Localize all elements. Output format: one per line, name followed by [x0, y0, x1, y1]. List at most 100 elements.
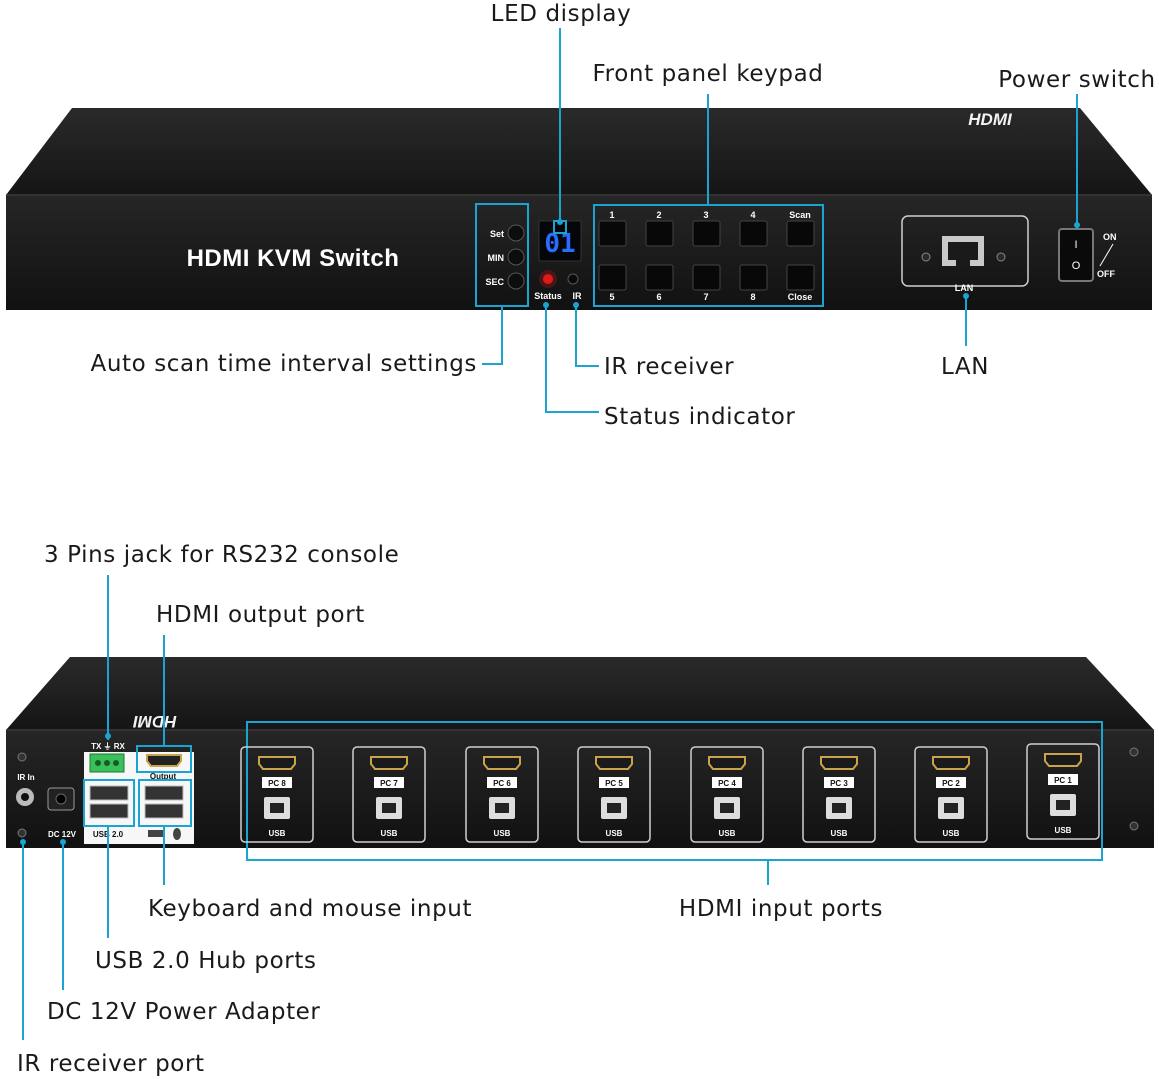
key-4-label: 4: [750, 210, 755, 220]
callout-kbd-mouse: Keyboard and mouse input: [148, 896, 472, 922]
pc-port-module: PC 7 USB: [352, 746, 426, 843]
pc-port-label: PC 6: [493, 779, 511, 788]
ir-in-label: IR In: [17, 773, 34, 782]
pc-port-module: PC 3 USB: [802, 746, 876, 843]
rear-top-face: [6, 657, 1154, 730]
callout-auto-scan: Auto scan time interval settings: [90, 351, 477, 377]
key-6-label: 6: [656, 292, 661, 302]
usb20-port-1[interactable]: [89, 785, 129, 801]
key-7-label: 7: [703, 292, 708, 302]
svg-text:O: O: [1072, 260, 1081, 272]
switch-on-label: ON: [1103, 232, 1117, 242]
usb-label: USB: [381, 829, 398, 838]
key-8-label: 8: [750, 292, 755, 302]
hdmi-input-port[interactable]: [932, 756, 970, 770]
set-button[interactable]: [507, 224, 525, 242]
kbd-port[interactable]: [144, 785, 184, 801]
pc-port-label: PC 7: [380, 779, 398, 788]
usb-label: USB: [1055, 826, 1072, 835]
ir-receiver-window: [567, 273, 579, 285]
sec-button[interactable]: [507, 272, 525, 290]
key-1-label: 1: [609, 210, 614, 220]
callout-power-switch: Power switch: [998, 67, 1155, 93]
key-1-button[interactable]: [598, 220, 627, 247]
rear-panel-device: HDMI IR In DC 12V TX ⏚ RX Output USB 2.0: [6, 657, 1154, 861]
usb-label: USB: [719, 829, 736, 838]
set-label: Set: [490, 229, 504, 239]
min-button[interactable]: [507, 248, 525, 266]
callout-hdmi-inputs: HDMI input ports: [679, 896, 883, 922]
key-5-label: 5: [609, 292, 614, 302]
dc-label: DC 12V: [48, 830, 77, 839]
callout-ir-receiver: IR receiver: [604, 354, 734, 380]
pc-port-module: PC 6 USB: [465, 746, 539, 843]
switch-off-label: OFF: [1097, 269, 1115, 279]
hdmi-input-port[interactable]: [820, 756, 858, 770]
callout-dc-power: DC 12V Power Adapter: [47, 999, 321, 1025]
key-5-button[interactable]: [598, 264, 627, 291]
pc-port-module: PC 8 USB: [240, 746, 314, 843]
key-scan-label: Scan: [789, 210, 811, 220]
key-3-label: 3: [703, 210, 708, 220]
usb20-port-2[interactable]: [89, 803, 129, 819]
svg-text:I: I: [1074, 239, 1077, 251]
key-close-label: Close: [788, 292, 813, 302]
callout-usb-hub: USB 2.0 Hub ports: [95, 948, 317, 974]
output-label: Output: [150, 772, 177, 781]
hdmi-input-port[interactable]: [483, 756, 521, 770]
usb-label: USB: [943, 829, 960, 838]
sec-label: SEC: [485, 277, 504, 287]
ir-label: IR: [573, 291, 583, 301]
usb-label: USB: [831, 829, 848, 838]
hdmi-input-port[interactable]: [708, 756, 746, 770]
key-2-button[interactable]: [645, 220, 674, 247]
keyboard-icon: [148, 830, 164, 837]
pc-port-label: PC 4: [718, 779, 736, 788]
callout-rs232: 3 Pins jack for RS232 console: [44, 542, 399, 568]
hdmi-logo-top: HDMI: [968, 110, 1013, 129]
pc-port-module: PC 4 USB: [690, 746, 764, 843]
usb-label: USB: [494, 829, 511, 838]
key-4-button[interactable]: [739, 220, 768, 247]
key-close-button[interactable]: [786, 264, 815, 291]
key-7-button[interactable]: [692, 264, 721, 291]
pc-port-label: PC 5: [605, 779, 623, 788]
callout-status-indicator: Status indicator: [604, 404, 795, 430]
rear-leader-lines: [20, 575, 769, 1040]
led-display: [538, 220, 582, 262]
mouse-port[interactable]: [144, 803, 184, 819]
keypad: 1 2 3 4 Scan 5 6 7 8 Close: [598, 210, 815, 302]
callout-ir-port: IR receiver port: [17, 1051, 205, 1077]
pc-port-module: PC 5 USB: [577, 746, 651, 843]
callout-lan: LAN: [941, 354, 989, 380]
pc-port-label: PC 3: [830, 779, 848, 788]
hdmi-output-port[interactable]: [146, 754, 182, 767]
hdmi-input-port[interactable]: [595, 756, 633, 770]
front-leader-lines: [482, 28, 1080, 413]
hdmi-input-port[interactable]: [258, 756, 296, 770]
pc-port-label: PC 8: [268, 779, 286, 788]
callout-led-display: LED display: [491, 1, 632, 27]
min-label: MIN: [488, 253, 505, 263]
status-label: Status: [534, 291, 562, 301]
callout-front-keypad: Front panel keypad: [593, 61, 824, 87]
key-scan-button[interactable]: [786, 220, 815, 247]
hdmi-input-port[interactable]: [1044, 753, 1082, 767]
rear-face: [6, 730, 1154, 848]
lan-frame: [901, 215, 1029, 287]
txrx-label: TX ⏚ RX: [91, 742, 125, 751]
pc-port-module: PC 2 USB: [914, 746, 988, 843]
power-switch[interactable]: [1058, 228, 1094, 282]
key-8-button[interactable]: [739, 264, 768, 291]
hdmi-input-port[interactable]: [370, 756, 408, 770]
lan-label: LAN: [955, 283, 974, 293]
key-6-button[interactable]: [645, 264, 674, 291]
pc-port-label: PC 2: [942, 779, 960, 788]
front-top-face: [6, 108, 1152, 195]
pc-port-module: PC 1 USB: [1026, 743, 1100, 840]
device-title: HDMI KVM Switch: [187, 245, 400, 272]
usb-label: USB: [269, 829, 286, 838]
callout-hdmi-output: HDMI output port: [156, 602, 365, 628]
key-3-button[interactable]: [692, 220, 721, 247]
